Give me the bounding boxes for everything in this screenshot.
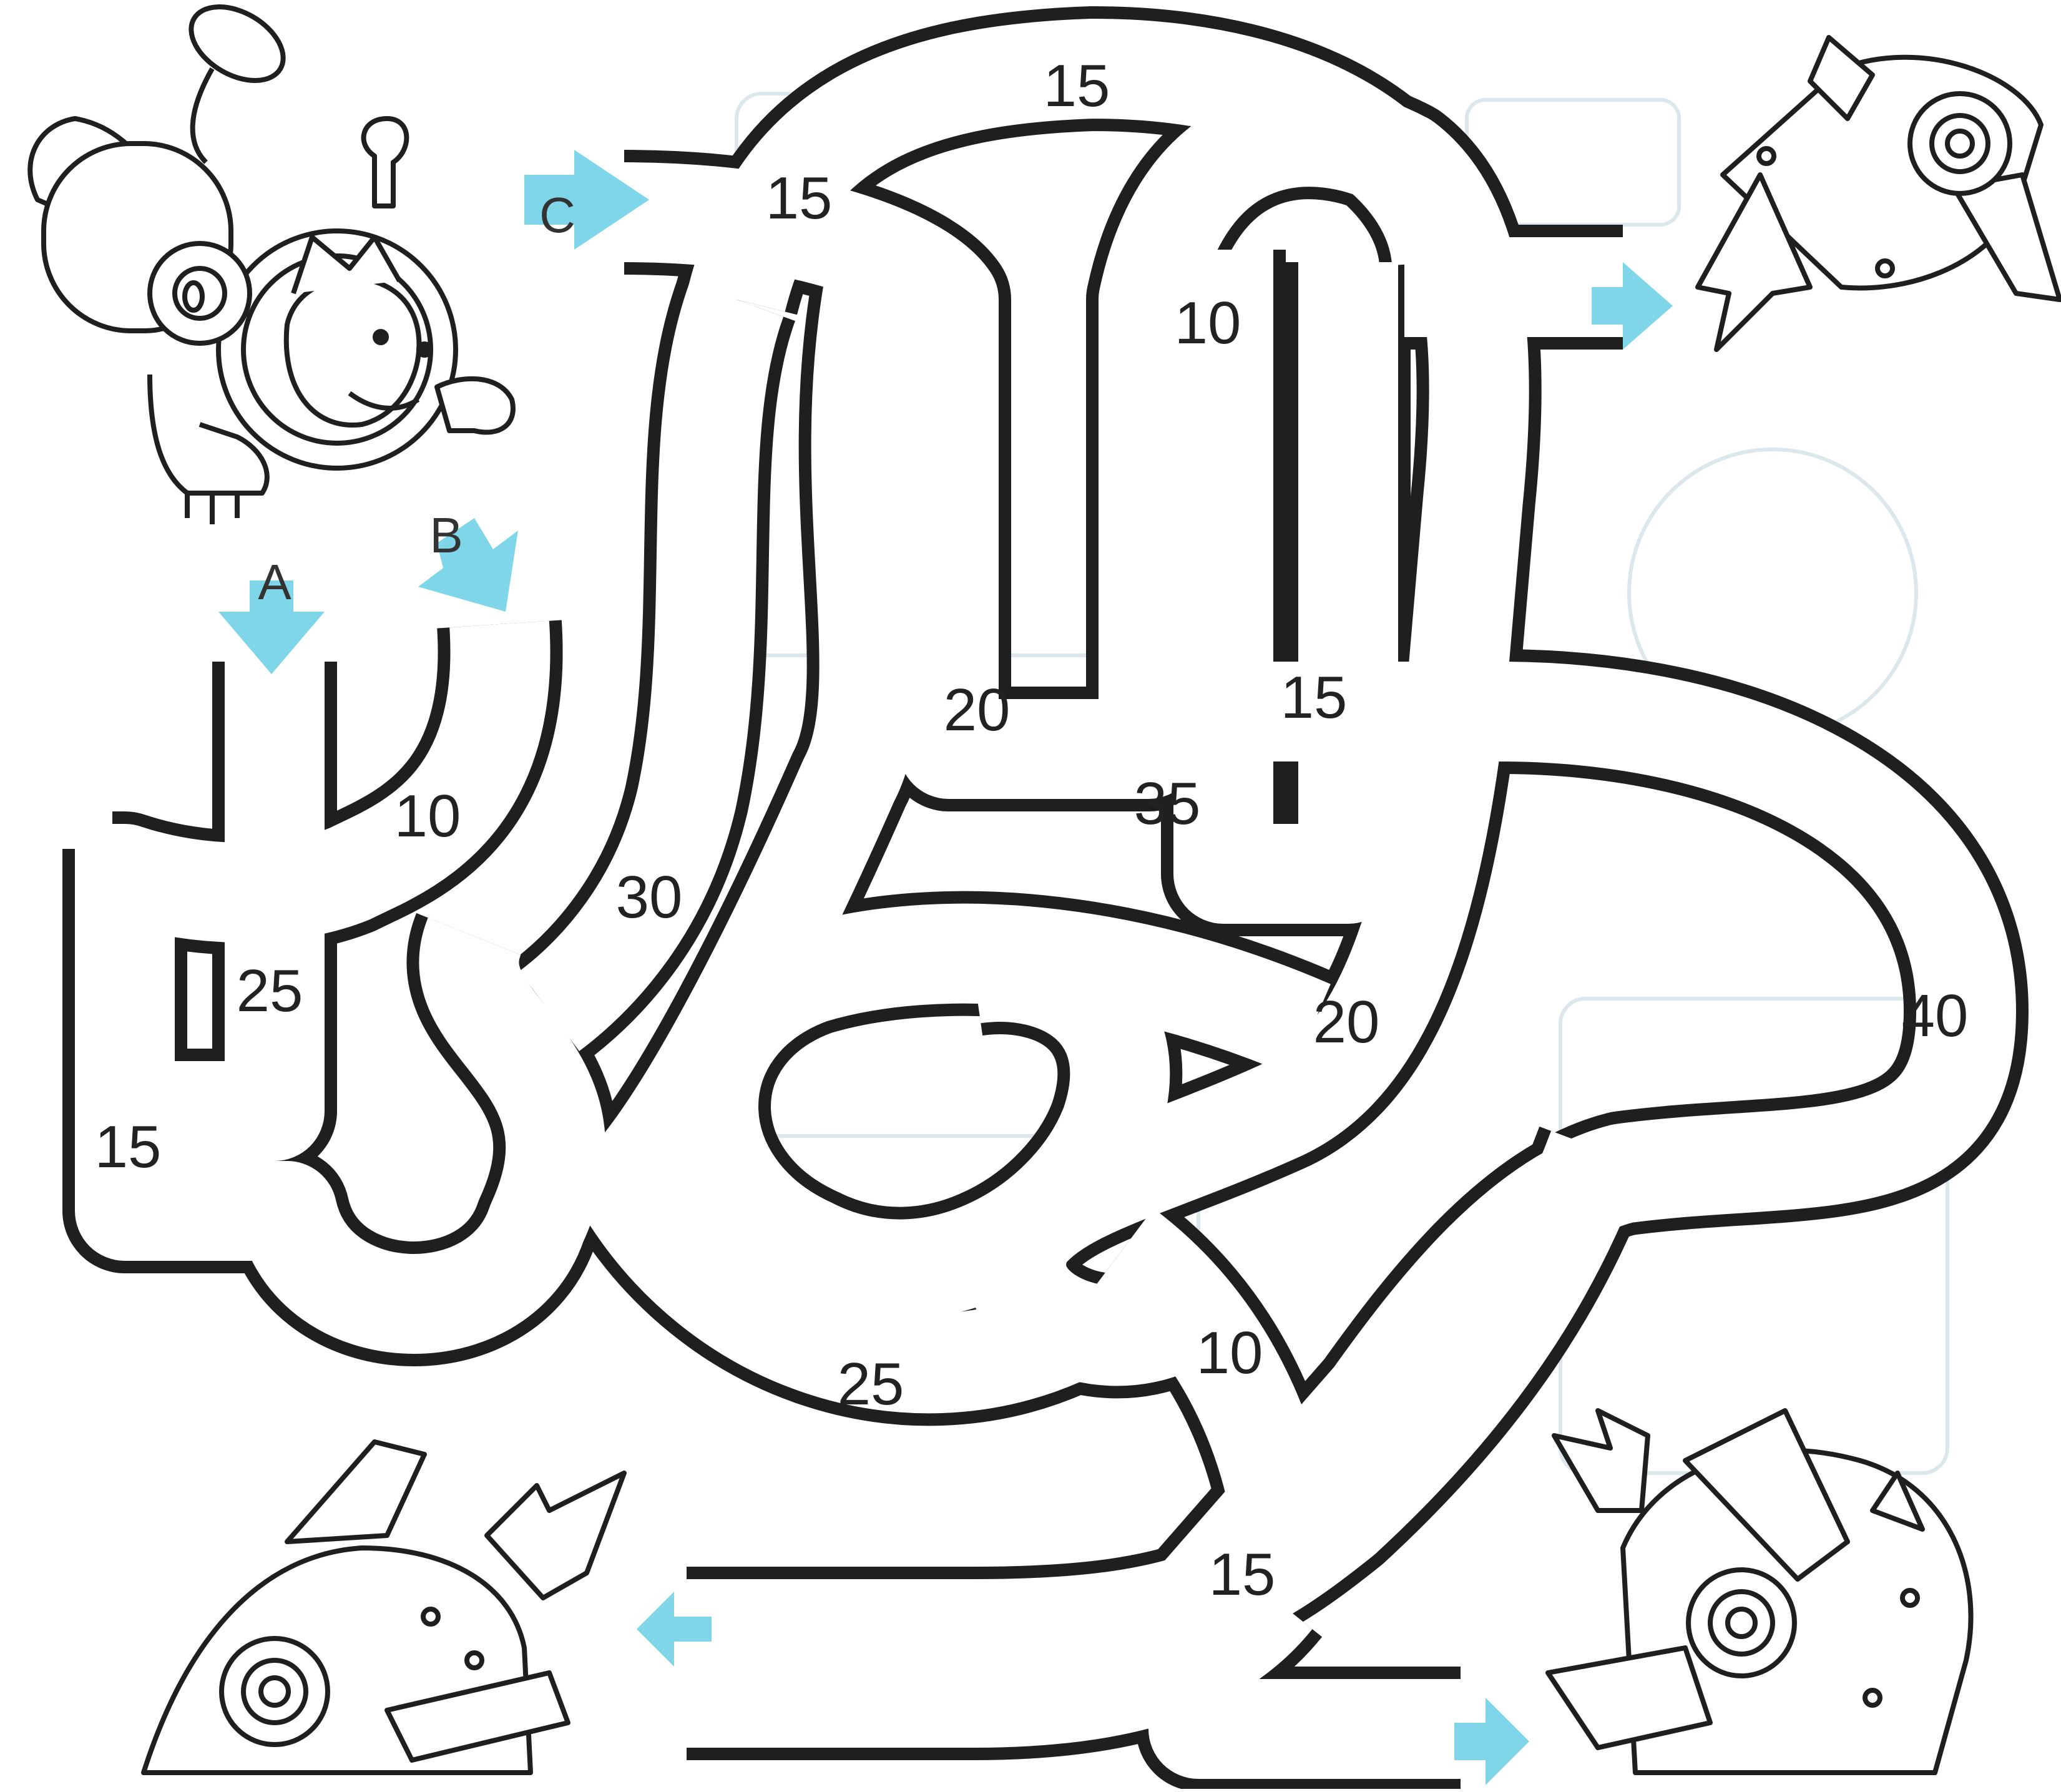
distance-label: 10 [394,783,461,849]
start-letters: A B C [258,187,575,610]
distance-label: 15 [1209,1541,1276,1608]
astronaut-illustration [27,4,516,524]
arrow-a-icon [218,580,325,674]
rocket-bottom-left [141,1439,627,1775]
distance-label: 35 [1134,770,1201,837]
arrow-b-icon [418,518,518,612]
distance-label: 15 [95,1114,162,1180]
distance-label: 15 [1281,664,1348,731]
exit-arrow-top-right-icon [1592,262,1673,350]
distance-label: 25 [237,957,303,1024]
exit-arrow-bottom-right-icon [1454,1698,1529,1785]
distance-label: 15 [766,165,833,232]
maze-paths [62,6,2029,1791]
start-label-b: B [429,507,463,563]
start-label-c: C [539,187,575,243]
start-arrows [218,150,1673,1785]
distance-label: 40 [1902,982,1969,1049]
start-label-a: A [258,554,291,610]
distance-labels: 15 15 10 20 15 35 10 30 25 15 20 40 25 1… [95,52,1969,1608]
distance-label: 20 [944,677,1011,743]
exit-arrow-bottom-left-icon [637,1592,712,1667]
distance-label: 30 [616,864,683,931]
distance-label: 25 [838,1351,904,1417]
arrow-c-icon [524,150,649,250]
distance-label: 15 [1044,52,1110,119]
rocket-top-right [1695,35,2061,352]
distance-label: 20 [1313,989,1380,1055]
rocket-bottom-right [1545,1408,1974,1775]
distance-label: 10 [1197,1320,1263,1386]
distance-label: 10 [1175,290,1241,356]
